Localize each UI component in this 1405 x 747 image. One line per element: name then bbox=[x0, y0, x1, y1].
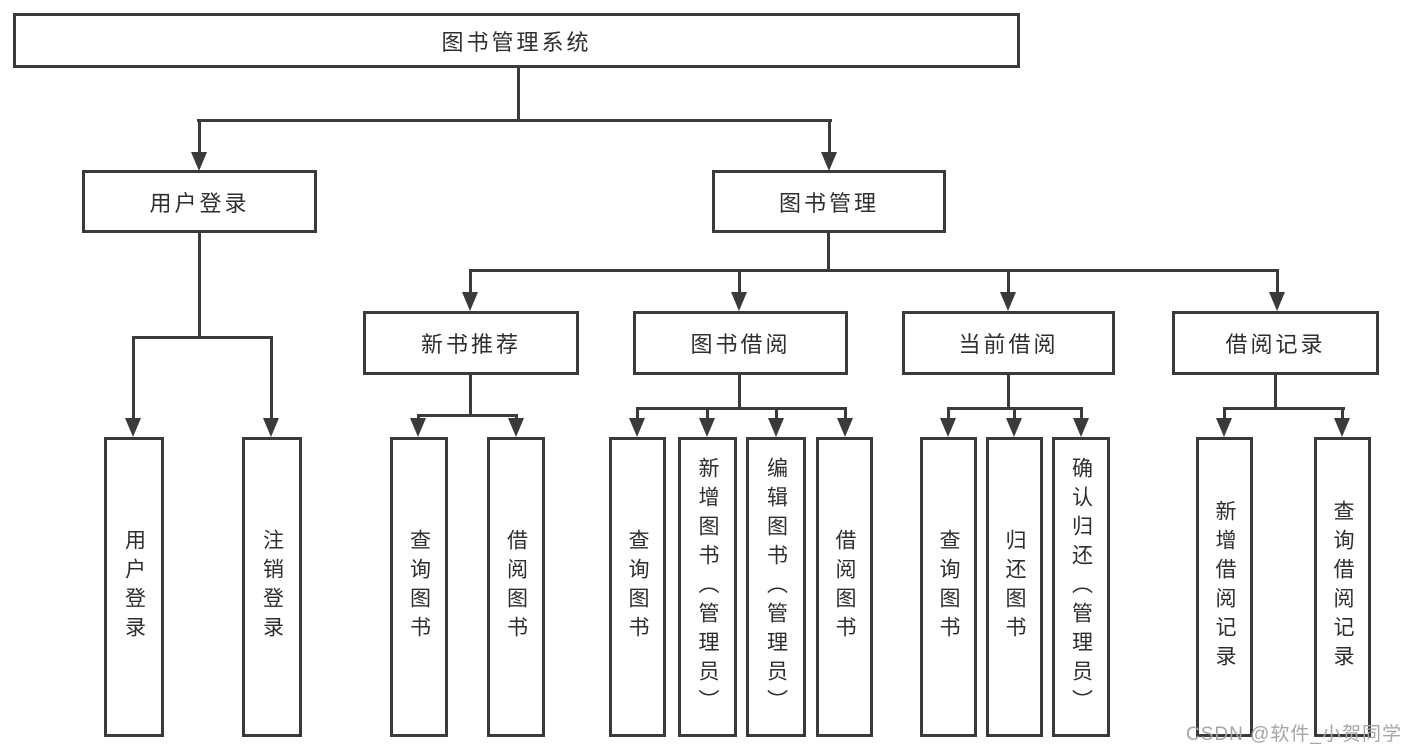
connector-line bbox=[469, 269, 1279, 272]
connector-line bbox=[198, 119, 201, 155]
connector-line bbox=[827, 233, 830, 272]
connector-line bbox=[844, 407, 847, 422]
arrow-down-icon bbox=[1216, 418, 1232, 437]
node-borrowing-records: 借阅记录 bbox=[1172, 311, 1379, 375]
connector-line bbox=[636, 407, 847, 410]
connector-line bbox=[1274, 375, 1277, 410]
leaf-label: 查询图书 bbox=[407, 529, 431, 645]
arrow-down-icon bbox=[1269, 292, 1285, 311]
leaf-query-borrow-record: 查询借阅记录 bbox=[1314, 437, 1371, 737]
connector-line bbox=[1007, 375, 1010, 410]
connector-line bbox=[1341, 407, 1344, 422]
connector-line bbox=[1013, 407, 1016, 422]
connector-line bbox=[1223, 407, 1226, 422]
arrow-down-icon bbox=[1073, 418, 1089, 437]
arrow-down-icon bbox=[837, 418, 853, 437]
connector-line bbox=[469, 375, 472, 417]
node-current-borrowing: 当前借阅 bbox=[902, 311, 1115, 375]
connector-line bbox=[1276, 269, 1279, 294]
leaf-query-books-3: 查询图书 bbox=[920, 437, 977, 737]
connector-line bbox=[132, 336, 135, 421]
leaf-confirm-return-admin: 确认归还（管理员） bbox=[1052, 437, 1110, 737]
connector-line bbox=[270, 336, 273, 421]
connector-line bbox=[517, 68, 520, 121]
arrow-down-icon bbox=[263, 418, 279, 437]
arrow-down-icon bbox=[125, 418, 141, 437]
leaf-label: 查询图书 bbox=[937, 529, 960, 645]
arrow-down-icon bbox=[462, 292, 478, 311]
leaf-label: 借阅图书 bbox=[833, 529, 856, 645]
arrow-down-icon bbox=[940, 418, 956, 437]
connector-line bbox=[1223, 407, 1345, 410]
leaf-label: 新增图书（管理员） bbox=[696, 456, 719, 718]
arrow-down-icon bbox=[768, 418, 784, 437]
node-user-login: 用户登录 bbox=[82, 170, 317, 233]
leaf-borrow-books-1: 借阅图书 bbox=[487, 437, 545, 737]
leaf-label: 新增借阅记录 bbox=[1213, 500, 1236, 674]
arrow-down-icon bbox=[629, 418, 645, 437]
csdn-watermark: CSDN @软件_小贺同学 bbox=[1186, 724, 1402, 745]
node-root: 图书管理系统 bbox=[13, 13, 1020, 68]
connector-line bbox=[198, 233, 201, 339]
leaf-borrow-books-2: 借阅图书 bbox=[816, 437, 873, 737]
leaf-query-books-1: 查询图书 bbox=[390, 437, 448, 737]
leaf-label: 借阅图书 bbox=[504, 529, 528, 645]
connector-line bbox=[197, 119, 832, 122]
connector-line bbox=[469, 269, 472, 294]
arrow-down-icon bbox=[821, 152, 837, 171]
arrow-down-icon bbox=[699, 418, 715, 437]
leaf-user-login: 用户登录 bbox=[104, 437, 164, 737]
connector-line bbox=[775, 407, 778, 422]
leaf-label: 确认归还（管理员） bbox=[1069, 456, 1093, 718]
arrow-down-icon bbox=[191, 152, 207, 171]
connector-line bbox=[947, 407, 950, 422]
leaf-label: 注销登录 bbox=[260, 529, 284, 645]
arrow-down-icon bbox=[1000, 292, 1016, 311]
node-new-book-recommend: 新书推荐 bbox=[363, 311, 579, 375]
arrow-down-icon bbox=[731, 292, 747, 311]
arrow-down-icon bbox=[508, 418, 524, 437]
connector-line bbox=[636, 407, 639, 422]
connector-line bbox=[706, 407, 709, 422]
leaf-edit-books-admin: 编辑图书（管理员） bbox=[746, 437, 806, 737]
leaf-add-books-admin: 新增图书（管理员） bbox=[678, 437, 737, 737]
arrow-down-icon bbox=[1334, 418, 1350, 437]
connector-line bbox=[828, 119, 831, 155]
connector-line bbox=[417, 414, 518, 417]
leaf-label: 查询借阅记录 bbox=[1331, 500, 1354, 674]
leaf-label: 用户登录 bbox=[122, 529, 146, 645]
leaf-label: 归还图书 bbox=[1003, 529, 1026, 645]
arrow-down-icon bbox=[1006, 418, 1022, 437]
arrow-down-icon bbox=[410, 418, 426, 437]
node-book-borrowing: 图书借阅 bbox=[633, 311, 848, 375]
connector-line bbox=[738, 375, 741, 410]
connector-line bbox=[1080, 407, 1083, 422]
leaf-add-borrow-record: 新增借阅记录 bbox=[1196, 437, 1253, 737]
leaf-label: 编辑图书（管理员） bbox=[764, 456, 788, 718]
connector-line bbox=[132, 336, 273, 339]
leaf-label: 查询图书 bbox=[626, 529, 649, 645]
node-book-management: 图书管理 bbox=[712, 170, 946, 233]
leaf-return-books: 归还图书 bbox=[986, 437, 1043, 737]
leaf-logout: 注销登录 bbox=[242, 437, 302, 737]
leaf-query-books-2: 查询图书 bbox=[609, 437, 666, 737]
connector-line bbox=[738, 269, 741, 294]
connector-line bbox=[1007, 269, 1010, 294]
